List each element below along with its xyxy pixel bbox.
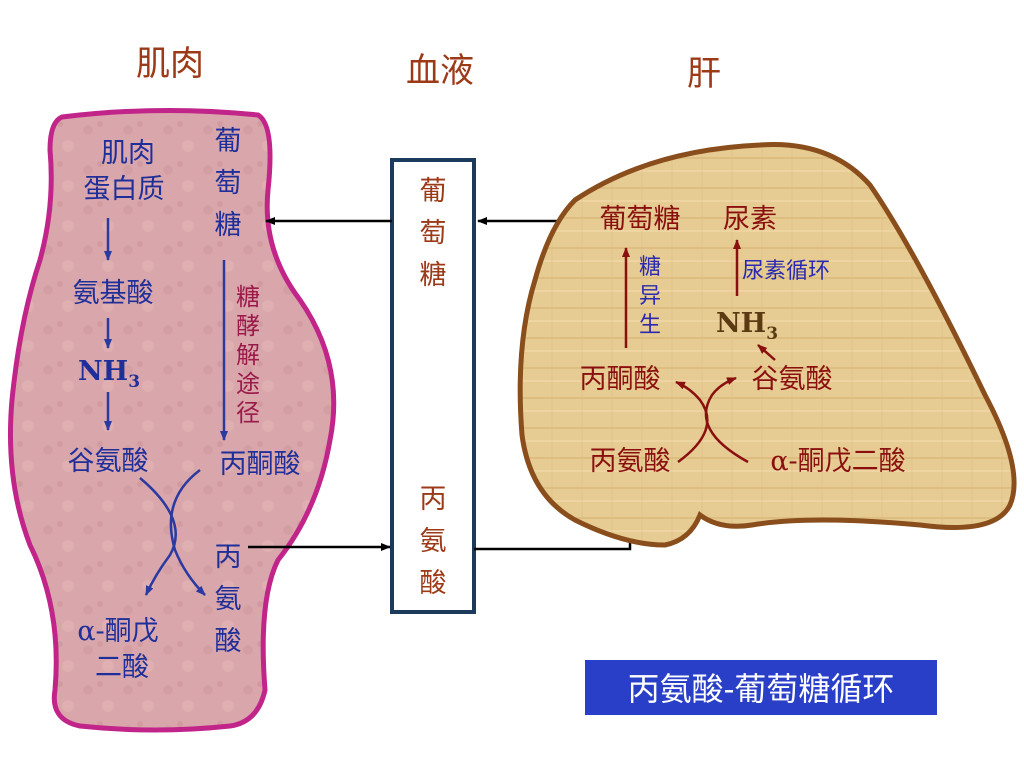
caption-box — [585, 660, 937, 715]
gluconeogenesis-2: 异 — [639, 284, 661, 309]
liver-transamination-akg-to-glu — [704, 376, 749, 464]
liver-header: 肝 — [687, 54, 721, 94]
blood-alanine-2: 氨 — [420, 526, 447, 557]
glycolysis-1: 糖 — [236, 283, 260, 311]
muscle-pyruvate: 丙酮酸 — [220, 449, 301, 480]
gluconeogenesis-1: 糖 — [639, 255, 661, 280]
liver-glucose: 葡萄糖 — [600, 204, 681, 235]
muscle-protein-line1: 肌肉 — [101, 138, 155, 169]
blood-alanine-1: 丙 — [420, 484, 447, 515]
transamination-arrow-glu-to-akg — [139, 477, 177, 596]
caption-title: 丙氨酸-葡萄糖循环 — [628, 670, 895, 708]
muscle-alanine-3: 酸 — [215, 626, 242, 657]
glycolysis-3: 解 — [236, 341, 260, 369]
liver-glutamate: 谷氨酸 — [752, 364, 833, 395]
muscle-nh3: NH3 — [78, 356, 140, 392]
liver-pyruvate: 丙酮酸 — [580, 364, 661, 395]
muscle-region — [7, 107, 337, 733]
liver-ketoglutarate: α-酮戊二酸 — [770, 446, 905, 477]
muscle-ketoglutarate-line2: 二酸 — [95, 652, 149, 683]
muscle-glucose-3: 糖 — [215, 210, 242, 241]
glycolysis-5: 径 — [236, 399, 260, 427]
blood-glucose-2: 萄 — [420, 218, 447, 249]
glycolysis-4: 途 — [236, 370, 260, 398]
liver-nh3: NH3 — [716, 308, 778, 344]
blood-glucose-1: 葡 — [420, 176, 447, 207]
muscle-ketoglutarate-line1: α-酮戊 — [77, 616, 158, 647]
blood-header: 血液 — [406, 51, 474, 91]
blood-glucose-3: 糖 — [420, 260, 447, 291]
glycolysis-2: 酵 — [236, 312, 260, 340]
blood-region — [390, 158, 476, 614]
muscle-glucose-1: 葡 — [215, 126, 242, 157]
liver-transamination-ala-to-pyr — [675, 380, 709, 464]
gluconeogenesis-3: 生 — [639, 313, 661, 338]
muscle-glutamate: 谷氨酸 — [68, 446, 149, 477]
liver-urea: 尿素 — [723, 204, 777, 235]
muscle-protein-line2: 蛋白质 — [84, 174, 165, 205]
muscle-amino-acids: 氨基酸 — [73, 278, 154, 309]
blood-alanine-3: 酸 — [420, 568, 447, 599]
muscle-alanine-2: 氨 — [215, 584, 242, 615]
arrow-glu-to-nh3 — [757, 344, 776, 361]
muscle-alanine-1: 丙 — [215, 542, 242, 573]
muscle-header: 肌肉 — [136, 44, 204, 84]
muscle-glucose-2: 萄 — [215, 168, 242, 199]
transamination-arrow-pyr-to-ala — [169, 469, 206, 596]
liver-alanine: 丙氨酸 — [590, 446, 671, 477]
urea-cycle-label: 尿素循环 — [742, 259, 830, 284]
